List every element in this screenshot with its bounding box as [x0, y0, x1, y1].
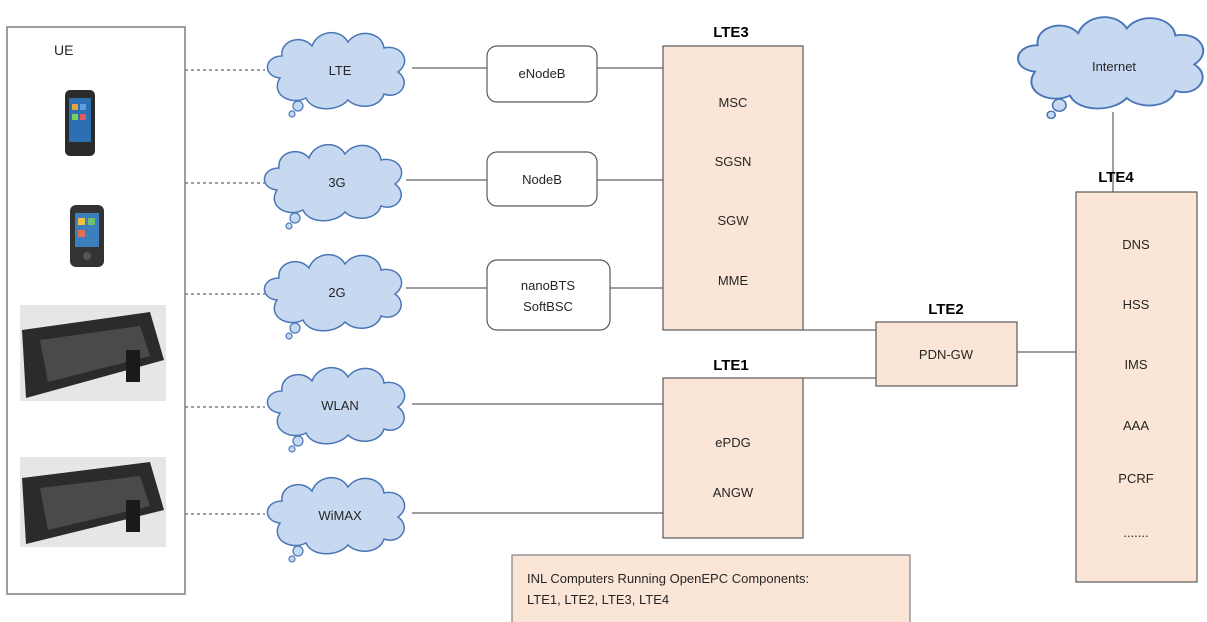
cloud-wimax-label: WiMAX	[318, 508, 362, 523]
laptop-1-icon	[20, 305, 166, 401]
lte4-item: .......	[1123, 525, 1148, 540]
lte3-item: SGSN	[715, 154, 752, 169]
lte3-item: MSC	[719, 95, 748, 110]
ue-label: UE	[54, 42, 73, 58]
lte3-item: MME	[718, 273, 749, 288]
note-line-2: LTE1, LTE2, LTE3, LTE4	[527, 592, 669, 607]
nanobts-label: nanoBTS	[521, 278, 576, 293]
connection-lines	[185, 67, 1114, 515]
lte1-node: LTE1 ePDG ANGW	[662, 357, 804, 539]
lte4-box	[1075, 191, 1198, 583]
cloud-lte-label: LTE	[329, 63, 352, 78]
cloud-3g-label: 3G	[328, 175, 345, 190]
enodeb-box: eNodeB	[486, 45, 598, 103]
lte4-item: AAA	[1123, 418, 1149, 433]
lte2-title: LTE2	[928, 301, 964, 318]
smartphone-1-icon	[65, 90, 95, 156]
ue-panel: UE	[6, 26, 186, 595]
note-box: INL Computers Running OpenEPC Components…	[511, 554, 911, 622]
lte4-title: LTE4	[1098, 169, 1134, 186]
lte2-item: PDN-GW	[919, 347, 974, 362]
lte4-item: IMS	[1124, 357, 1147, 372]
cloud-wlan-label: WLAN	[321, 398, 359, 413]
smartphone-2-icon	[70, 205, 104, 267]
cloud-wimax: WiMAX	[266, 476, 406, 563]
cloud-3g: 3G	[263, 143, 403, 230]
lte3-title: LTE3	[713, 24, 749, 41]
lte2-box	[875, 321, 1018, 387]
softbsc-label: SoftBSC	[523, 299, 573, 314]
lte1-box	[662, 377, 804, 539]
lte2-node: LTE2 PDN-GW	[875, 301, 1018, 387]
lte4-item: PCRF	[1118, 471, 1153, 486]
internet-label: Internet	[1092, 59, 1136, 74]
lte4-node: LTE4 DNS HSS IMS AAA PCRF .......	[1075, 169, 1198, 583]
cloud-2g-label: 2G	[328, 285, 345, 300]
lte3-node: LTE3 MSC SGSN SGW MME	[662, 24, 804, 331]
lte3-item: SGW	[717, 213, 749, 228]
lte1-item: ANGW	[713, 485, 754, 500]
lte3-box	[662, 45, 804, 331]
nodeb-box: NodeB	[486, 151, 598, 207]
lte4-item: HSS	[1123, 297, 1150, 312]
nanobts-softbsc-box: nanoBTS SoftBSC	[486, 259, 611, 331]
lte1-item: ePDG	[715, 435, 750, 450]
laptop-2-icon	[20, 457, 166, 547]
cloud-lte: LTE	[266, 31, 406, 118]
note-line-1: INL Computers Running OpenEPC Components…	[527, 571, 809, 586]
lte4-item: DNS	[1122, 237, 1150, 252]
lte1-title: LTE1	[713, 357, 749, 374]
enodeb-label: eNodeB	[519, 66, 566, 81]
cloud-2g: 2G	[263, 253, 403, 340]
cloud-wlan: WLAN	[266, 366, 406, 453]
nodeb-label: NodeB	[522, 172, 562, 187]
